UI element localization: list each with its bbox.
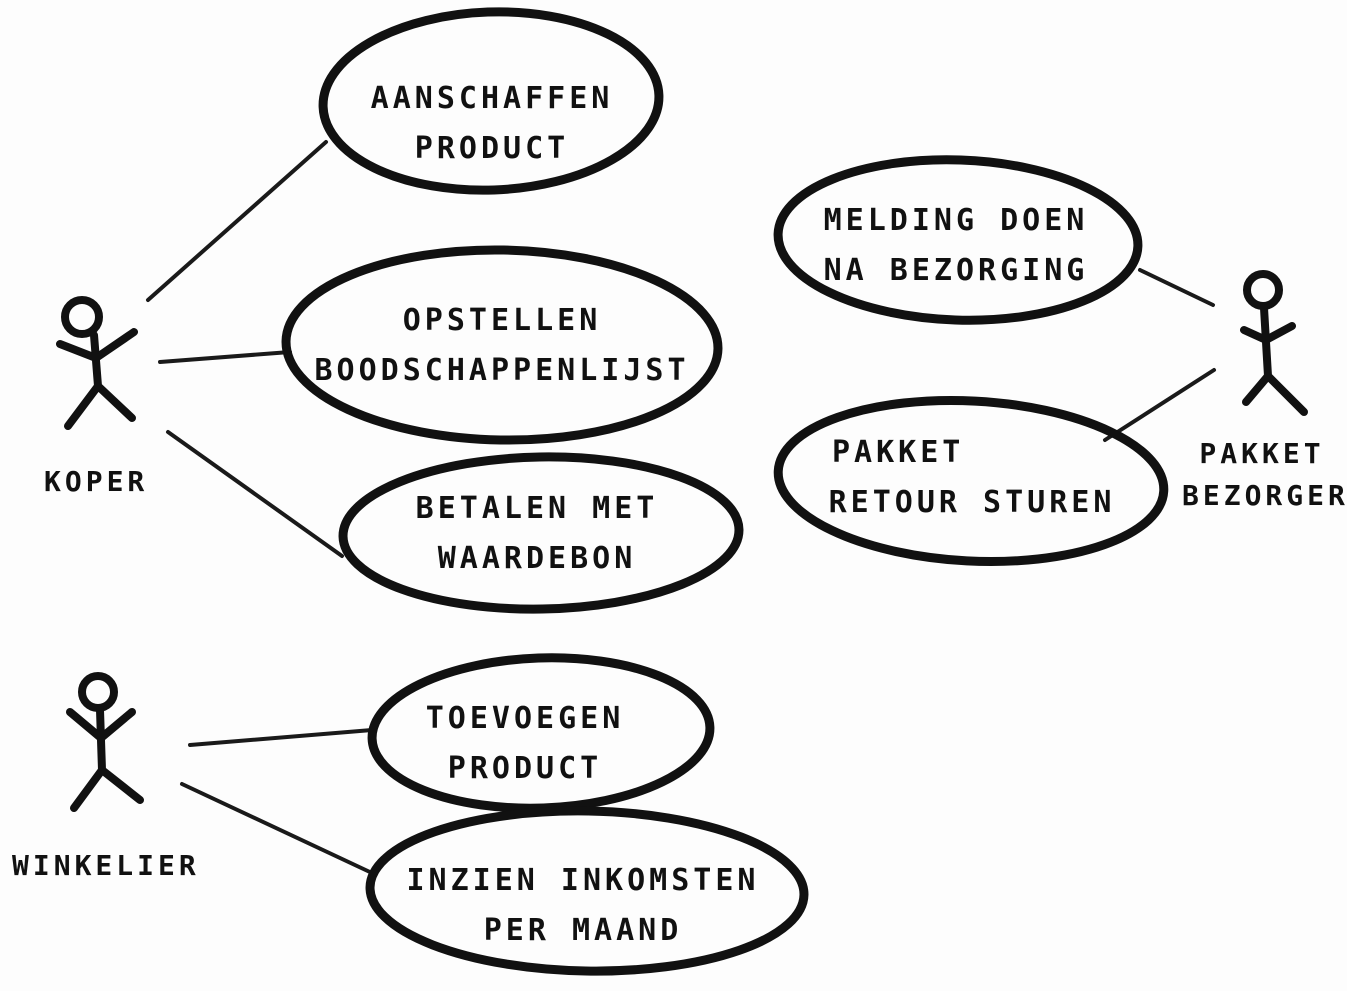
use-case-label-line2: PER MAAND bbox=[483, 913, 683, 948]
actor-label-bezorger: PAKKET BEZORGER bbox=[1182, 437, 1347, 512]
use-case-label-line2: WAARDEBON bbox=[437, 541, 637, 576]
actor-head-icon bbox=[61, 296, 103, 338]
actor-body-icon bbox=[56, 328, 138, 430]
use-case-label-line1: OPSTELLEN bbox=[402, 303, 602, 338]
use-case-inzien: INZIEN INKOMSTEN PER MAAND bbox=[398, 866, 768, 946]
actor-figure-winkelier bbox=[66, 672, 144, 812]
association-bezorger-melding bbox=[1138, 268, 1215, 307]
use-case-melding: MELDING DOEN NA BEZORGING bbox=[806, 206, 1106, 286]
actor-figure-koper bbox=[56, 296, 138, 430]
use-case-ellipse-betalen bbox=[338, 452, 744, 614]
use-case-label-line1: AANSCHAFFEN bbox=[370, 81, 614, 116]
use-case-label-line2: PRODUCT bbox=[447, 751, 603, 786]
association-winkelier-toevoegen bbox=[188, 728, 374, 747]
actor-label-line2: BEZORGER bbox=[1182, 479, 1347, 512]
actor-body-icon bbox=[1240, 304, 1308, 416]
use-case-retour: PAKKET RETOUR STUREN bbox=[822, 438, 1122, 518]
actor-figure-bezorger bbox=[1240, 270, 1308, 416]
actor-label-winkelier: WINKELIER bbox=[12, 849, 200, 882]
actor-head-icon bbox=[1243, 270, 1283, 310]
actor-head-icon bbox=[78, 672, 118, 712]
use-case-label-line2: PRODUCT bbox=[414, 131, 570, 166]
actor-label-koper: KOPER bbox=[44, 465, 149, 498]
association-koper-opstellen bbox=[158, 350, 292, 364]
association-koper-betalen bbox=[166, 430, 344, 558]
association-bezorger-retour bbox=[1103, 368, 1216, 442]
use-case-label-line1: INZIEN INKOMSTEN bbox=[406, 863, 760, 898]
use-case-label-line1: MELDING DOEN bbox=[823, 203, 1089, 238]
use-case-opstellen: OPSTELLEN BOODSCHAPPENLIJST bbox=[312, 306, 692, 386]
use-case-ellipse-inzien bbox=[365, 806, 809, 976]
actor-body-icon bbox=[66, 706, 144, 812]
use-case-label-line2: RETOUR STUREN bbox=[828, 485, 1116, 520]
use-case-ellipse-aanschaffen bbox=[318, 7, 664, 195]
use-case-label-line2: BOODSCHAPPENLIJST bbox=[314, 353, 690, 388]
association-koper-aanschaffen bbox=[146, 140, 328, 302]
use-case-betalen: BETALEN MET WAARDEBON bbox=[382, 494, 692, 574]
use-case-ellipse-opstellen bbox=[281, 245, 723, 445]
use-case-ellipse-retour bbox=[773, 395, 1169, 567]
association-winkelier-inzien bbox=[180, 782, 374, 875]
use-case-aanschaffen: AANSCHAFFEN PRODUCT bbox=[352, 84, 632, 164]
use-case-label-line1: TOEVOEGEN bbox=[425, 701, 625, 736]
use-case-label-line2: NA BEZORGING bbox=[823, 253, 1089, 288]
actor-label-line1: PAKKET bbox=[1199, 437, 1325, 470]
use-case-ellipse-melding bbox=[773, 155, 1143, 325]
use-case-label-line1: PAKKET bbox=[832, 435, 965, 470]
use-case-toevoegen: TOEVOEGEN PRODUCT bbox=[405, 704, 645, 784]
use-case-label-line1: BETALEN MET bbox=[415, 491, 659, 526]
